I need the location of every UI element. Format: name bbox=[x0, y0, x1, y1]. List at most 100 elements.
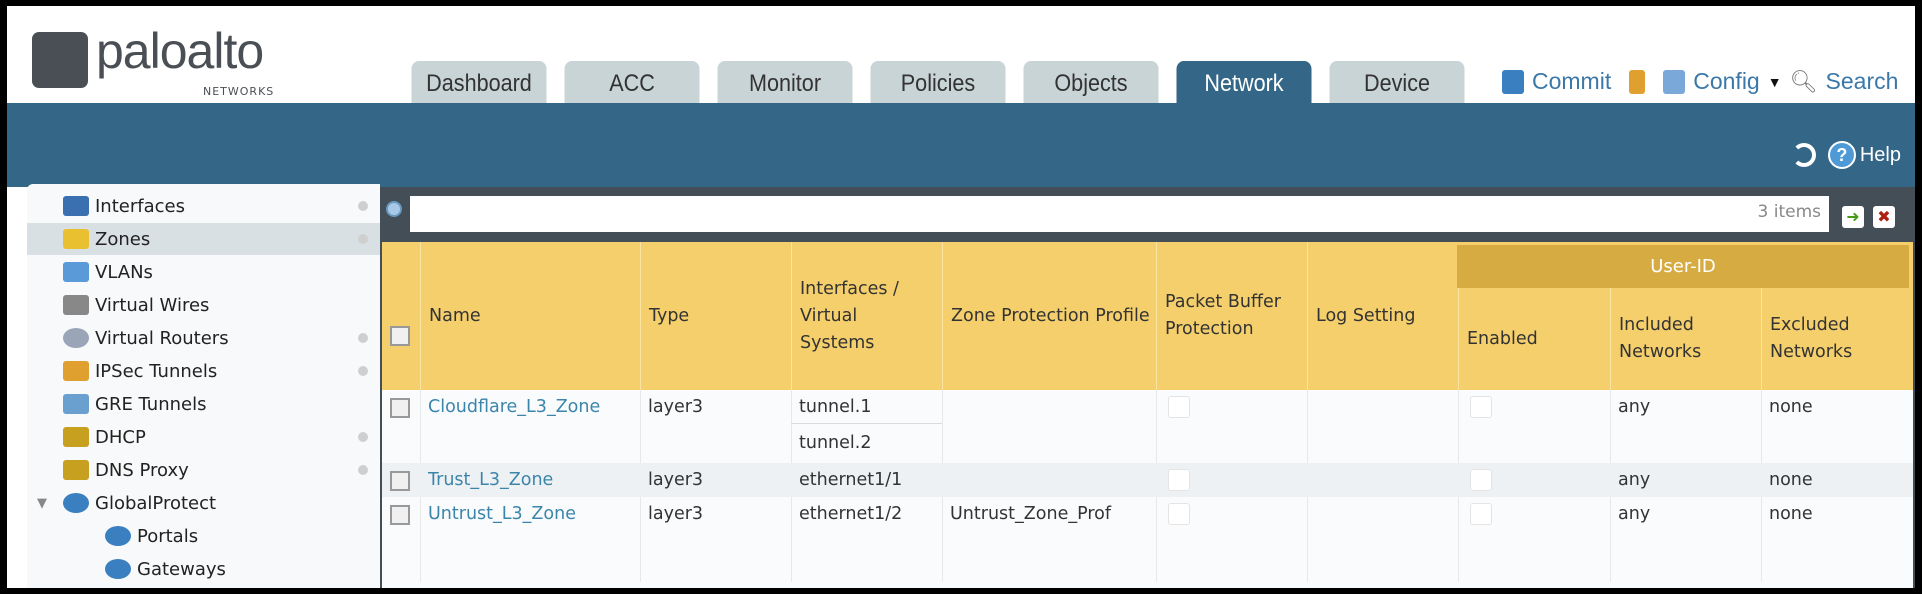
logo-word: paloalto bbox=[96, 23, 264, 79]
log-setting bbox=[1156, 463, 1307, 497]
table-row[interactable]: Untrust_L3_Zone layer3 ethernet1/2 Untrust_… bbox=[382, 497, 1913, 531]
column-header-label: Packet Buffer Protection bbox=[1165, 292, 1281, 339]
sidebar-item-zones[interactable]: Zones bbox=[27, 223, 380, 255]
tab-policies[interactable]: Policies bbox=[870, 61, 1006, 103]
refresh-icon[interactable] bbox=[1791, 143, 1816, 167]
toolbar: Commit Config ▼ 🔍︎ Search bbox=[1502, 68, 1898, 95]
sidebar-item-portals[interactable]: Portals bbox=[27, 520, 380, 552]
excluded-networks: none bbox=[1769, 397, 1813, 417]
user-id-group-header: User-ID bbox=[1457, 245, 1909, 288]
user-id-enabled-checkbox bbox=[1470, 396, 1492, 418]
column-header-label: Type bbox=[649, 305, 690, 326]
zones-icon bbox=[63, 229, 89, 249]
column-header-label: Log Setting bbox=[1316, 305, 1416, 326]
zones-panel: 3 items ➜ ✖ User-ID Name Type Interfaces /… bbox=[380, 187, 1915, 588]
gateways-icon bbox=[105, 559, 131, 579]
column-header[interactable]: Name bbox=[420, 242, 640, 390]
zone-name-link[interactable]: Trust_L3_Zone bbox=[428, 470, 554, 490]
interface-value: ethernet1/2 bbox=[799, 504, 903, 524]
dns-proxy-icon bbox=[63, 460, 89, 480]
tab-acc[interactable]: ACC bbox=[564, 61, 700, 103]
sidebar-item-label: GRE Tunnels bbox=[95, 393, 207, 415]
row-checkbox[interactable] bbox=[390, 505, 410, 525]
interfaces-icon bbox=[63, 196, 89, 216]
sidebar-item-dns-proxy[interactable]: DNS Proxy bbox=[27, 454, 380, 486]
vlans-icon bbox=[63, 262, 89, 282]
sidebar-item-label: Virtual Routers bbox=[95, 327, 229, 349]
virtual-wires-icon bbox=[63, 295, 89, 315]
tab-network[interactable]: Network bbox=[1176, 61, 1312, 103]
sidebar-item-label: Virtual Wires bbox=[95, 294, 210, 316]
globalprotect-icon bbox=[63, 493, 89, 513]
table-header: User-ID Name Type Interfaces / Virtual Sys… bbox=[382, 242, 1913, 390]
status-dot-icon bbox=[358, 333, 368, 343]
zone-type: layer3 bbox=[648, 397, 704, 417]
excluded-networks: none bbox=[1769, 470, 1813, 490]
tab-monitor[interactable]: Monitor bbox=[717, 61, 853, 103]
dhcp-icon bbox=[63, 427, 89, 447]
commit-button[interactable]: Commit bbox=[1532, 68, 1612, 94]
zone-name-link[interactable]: Cloudflare_L3_Zone bbox=[428, 397, 601, 417]
zone-name-link[interactable]: Untrust_L3_Zone bbox=[428, 504, 576, 524]
status-dot-icon bbox=[358, 465, 368, 475]
sidebar-item-gateways[interactable]: Gateways bbox=[27, 553, 380, 585]
row-checkbox[interactable] bbox=[390, 471, 410, 491]
tab-objects[interactable]: Objects bbox=[1023, 61, 1159, 103]
tab-device[interactable]: Device bbox=[1329, 61, 1465, 103]
tab-dashboard[interactable]: Dashboard bbox=[411, 61, 547, 103]
global-search-button[interactable]: Search bbox=[1825, 68, 1899, 94]
expand-arrow-icon[interactable]: ▼ bbox=[37, 495, 47, 511]
sidebar-item-virtual-wires[interactable]: Virtual Wires bbox=[27, 289, 380, 321]
sidebar-item-vlans[interactable]: VLANs bbox=[27, 256, 380, 288]
column-header-label: Interfaces / Virtual Systems bbox=[800, 278, 899, 353]
zone-protection-profile bbox=[942, 463, 1156, 497]
sidebar-item-label: Interfaces bbox=[95, 195, 185, 217]
sidebar-item-dhcp[interactable]: DHCP bbox=[27, 421, 380, 453]
column-header[interactable]: Zone Protection Profile bbox=[942, 242, 1156, 390]
included-networks: any bbox=[1618, 397, 1651, 417]
lock-icon[interactable] bbox=[1629, 69, 1646, 94]
column-header[interactable]: Interfaces / Virtual Systems bbox=[791, 242, 942, 390]
column-header[interactable]: Type bbox=[640, 242, 791, 390]
packet-buffer-checkbox bbox=[1168, 469, 1190, 491]
status-dot-icon bbox=[358, 366, 368, 376]
column-header[interactable]: Log Setting bbox=[1307, 242, 1458, 390]
select-all-checkbox[interactable] bbox=[390, 326, 410, 346]
log-setting bbox=[1156, 390, 1307, 424]
sidebar-item-ipsec-tunnels[interactable]: IPSec Tunnels bbox=[27, 355, 380, 387]
sidebar-item-interfaces[interactable]: Interfaces bbox=[27, 190, 380, 222]
apply-filter-button[interactable]: ➜ bbox=[1842, 206, 1864, 228]
column-header[interactable]: Enabled bbox=[1458, 288, 1610, 390]
row-checkbox[interactable] bbox=[390, 398, 410, 418]
clear-filter-button[interactable]: ✖ bbox=[1873, 206, 1895, 228]
zone-type: layer3 bbox=[648, 504, 704, 524]
sidebar-item-gre-tunnels[interactable]: GRE Tunnels bbox=[27, 388, 380, 420]
column-header-label: Excluded Networks bbox=[1770, 315, 1853, 362]
filter-input[interactable]: 3 items bbox=[410, 196, 1829, 232]
zones-table: User-ID Name Type Interfaces / Virtual Sys… bbox=[382, 242, 1913, 588]
item-count: 3 items bbox=[1757, 202, 1821, 222]
config-button[interactable]: Config bbox=[1693, 68, 1760, 94]
sidebar-item-label: DHCP bbox=[95, 426, 146, 448]
sidebar-item-label: DNS Proxy bbox=[95, 459, 189, 481]
sidebar-item-label: Gateways bbox=[137, 558, 226, 580]
sidebar-item-virtual-routers[interactable]: Virtual Routers bbox=[27, 322, 380, 354]
interface-value: tunnel.2 bbox=[799, 433, 872, 453]
user-id-enabled-checkbox bbox=[1470, 469, 1492, 491]
caret-down-icon[interactable]: ▼ bbox=[1767, 73, 1782, 90]
commit-icon bbox=[1502, 69, 1524, 94]
included-networks: any bbox=[1618, 470, 1651, 490]
column-header[interactable]: Packet Buffer Protection bbox=[1156, 242, 1307, 390]
nav-band: ? Help bbox=[7, 103, 1915, 187]
sidebar-item-label: GlobalProtect bbox=[95, 492, 217, 514]
column-header[interactable]: Included Networks bbox=[1610, 288, 1761, 390]
help-icon[interactable]: ? bbox=[1827, 141, 1856, 169]
help-link[interactable]: Help bbox=[1859, 143, 1901, 166]
zone-protection-profile: Untrust_Zone_Prof bbox=[950, 504, 1112, 524]
sidebar-item-globalprotect[interactable]: ▼ GlobalProtect bbox=[27, 487, 380, 519]
column-header[interactable]: Excluded Networks bbox=[1761, 288, 1913, 390]
